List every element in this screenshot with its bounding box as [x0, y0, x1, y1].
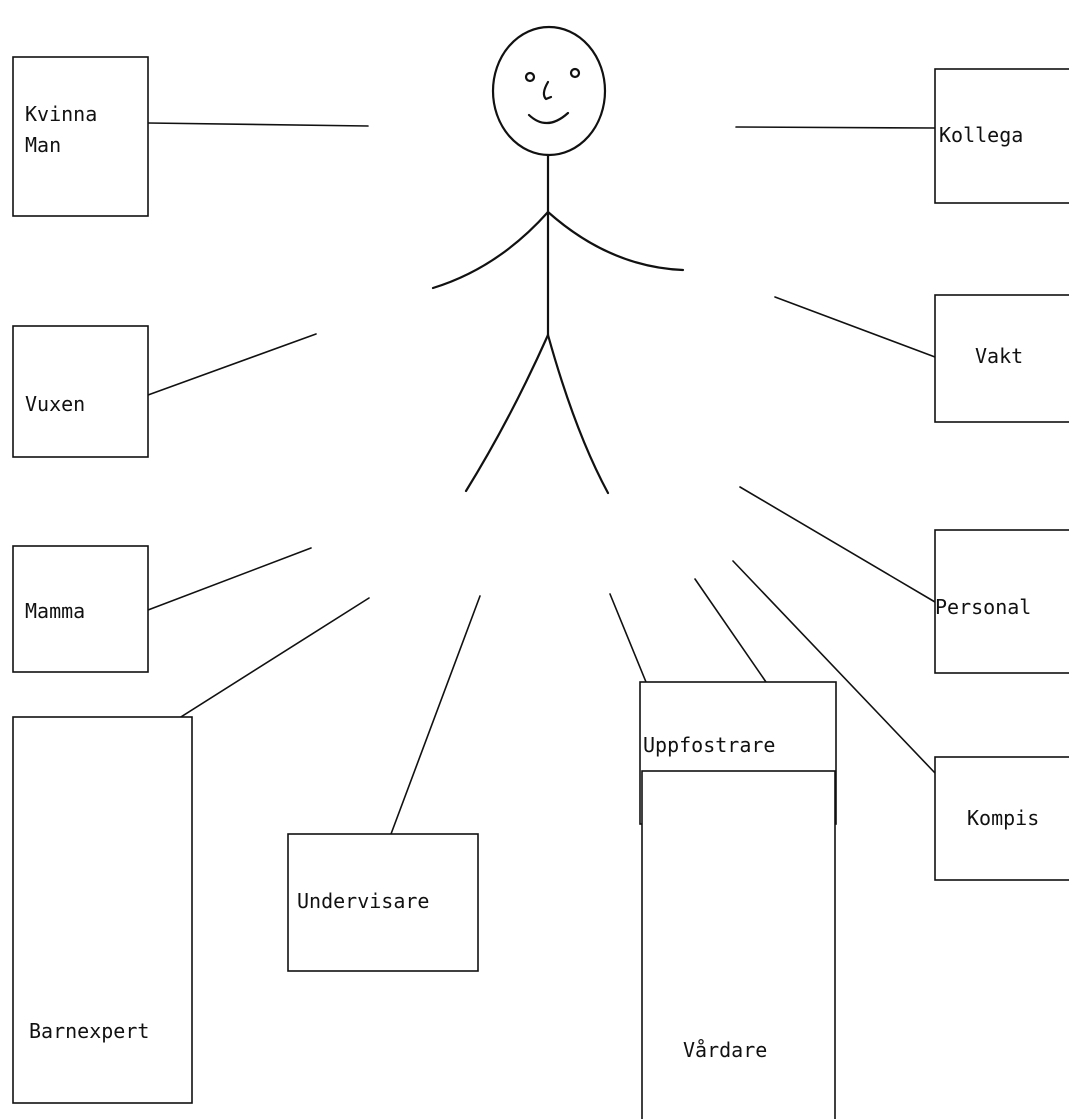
connector-personal	[739, 486, 936, 603]
role-label-man: Man	[25, 133, 61, 157]
figure-right-eye	[569, 67, 581, 79]
role-box-mamma: Mamma	[12, 545, 149, 673]
role-box-barnexpert: Barnexpert	[12, 716, 193, 1104]
connector-vuxen	[147, 333, 317, 396]
role-box-vardare: Vårdare	[641, 770, 836, 1119]
figure-smile	[527, 111, 570, 125]
figure-nose	[542, 80, 553, 101]
figure-right-arm	[546, 210, 685, 272]
figure-head	[491, 25, 607, 157]
role-box-kollega: Kollega	[934, 68, 1069, 204]
role-box-kompis: Kompis	[934, 756, 1069, 881]
figure-right-leg	[546, 333, 610, 495]
figure-left-eye	[524, 71, 536, 83]
role-box-vuxen: Vuxen	[12, 325, 149, 458]
role-label-undervisare: Undervisare	[297, 889, 429, 913]
figure-left-leg	[464, 333, 550, 493]
connector-kollega	[735, 126, 936, 129]
connector-undervisare	[390, 595, 481, 835]
role-box-undervisare: Undervisare	[287, 833, 479, 972]
role-box-kvinna-man: Kvinna Man	[12, 56, 149, 217]
role-label-vardare: Vårdare	[683, 1038, 767, 1062]
stick-figure	[431, 25, 685, 495]
role-label-mamma: Mamma	[25, 599, 85, 623]
connector-uppfostrare-extra	[694, 578, 767, 683]
figure-left-arm	[431, 210, 550, 290]
role-label-vuxen: Vuxen	[25, 392, 85, 416]
connector-uppfostrare	[609, 593, 647, 683]
role-label-kollega: Kollega	[939, 123, 1023, 147]
connector-kvinna-man	[147, 122, 369, 127]
connector-mamma	[147, 547, 312, 611]
connector-vakt	[774, 296, 936, 358]
role-label-barnexpert: Barnexpert	[29, 1019, 149, 1043]
role-box-personal: Personal	[934, 529, 1069, 674]
role-label-vakt: Vakt	[975, 344, 1023, 368]
role-label-kompis: Kompis	[967, 806, 1039, 830]
connector-kompis	[732, 560, 936, 774]
role-label-uppfostrare: Uppfostrare	[643, 733, 775, 757]
role-label-kvinna: Kvinna	[25, 102, 97, 126]
role-label-personal: Personal	[935, 595, 1031, 619]
role-box-vakt: Vakt	[934, 294, 1069, 423]
